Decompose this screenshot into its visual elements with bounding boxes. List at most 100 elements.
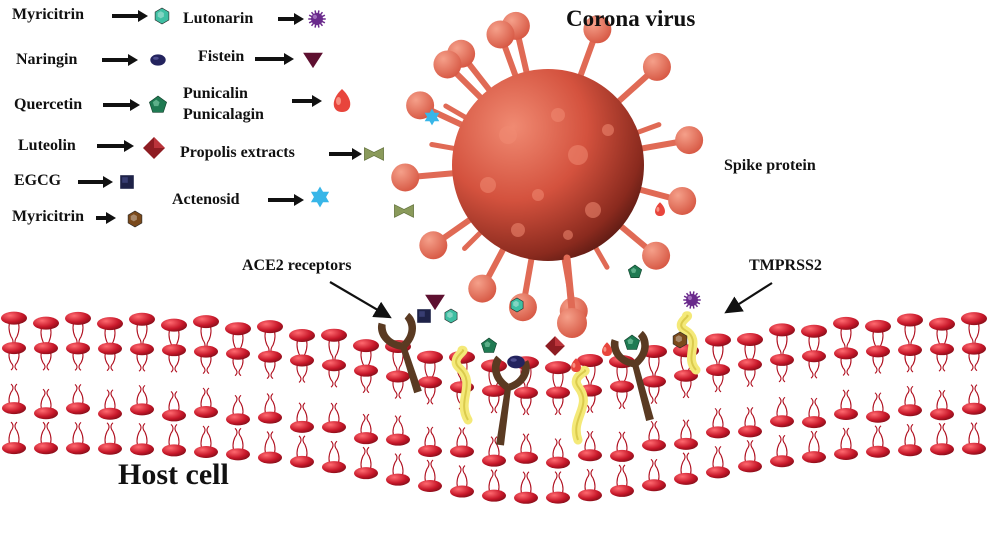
- lipid-head: [546, 456, 570, 469]
- lipid-head: [482, 454, 506, 467]
- lipid-head: [161, 318, 187, 332]
- lipid-head: [738, 425, 762, 438]
- spike-stub: [462, 230, 483, 251]
- legend-teal-hexagon-icon: [154, 7, 170, 25]
- lipid-head: [97, 317, 123, 331]
- spike-protein: [391, 163, 465, 192]
- lipid-head: [290, 455, 314, 468]
- lipid-head: [930, 343, 954, 356]
- lipid-head: [98, 407, 122, 420]
- lipid-head: [738, 358, 762, 371]
- spike-protein: [574, 15, 612, 87]
- lipid-head: [674, 369, 698, 382]
- lipid-head: [162, 444, 186, 457]
- spike-protein: [609, 52, 671, 111]
- legend-icons: [78, 7, 384, 228]
- legend-arrowhead-myricitrin-b: [106, 212, 116, 224]
- lipid-head: [834, 347, 858, 360]
- virus-bound-blue-star-icon: [424, 108, 440, 126]
- lipid-head: [194, 445, 218, 458]
- lipid-head: [386, 473, 410, 486]
- legend-purple-spiky-ball-icon: [308, 10, 326, 28]
- lipid-head: [545, 361, 571, 375]
- virus-bound-green-pentagon-icon: [627, 264, 643, 279]
- lipid-head: [65, 311, 91, 325]
- spike-protein: [468, 238, 511, 303]
- legend-label-egcg: EGCG: [14, 172, 62, 189]
- lipid-head: [834, 447, 858, 460]
- bound-green-pentagon-icon: [624, 334, 640, 350]
- legend-arrowhead-actenosid: [294, 194, 304, 206]
- lipid-head: [897, 313, 923, 327]
- lipid-head: [34, 342, 58, 355]
- lipid-head: [514, 451, 538, 464]
- tmprss2-protein: [571, 365, 590, 445]
- virus-dimple: [563, 230, 573, 240]
- virus-dimple: [480, 177, 496, 193]
- bound-brown-hexagon-icon: [672, 331, 688, 349]
- lipid-head: [898, 404, 922, 417]
- legend-maroon-triangle-icon: [303, 52, 323, 69]
- virus-bound-olive-bowtie-icon: [394, 204, 414, 218]
- ace2-receptor: [377, 312, 422, 394]
- lipid-head: [961, 312, 987, 326]
- spike-protein: [486, 20, 522, 87]
- lipid-head: [930, 408, 954, 421]
- spike-protein: [611, 217, 671, 270]
- lipid-head: [865, 319, 891, 333]
- bound-navy-square-icon: [417, 309, 431, 323]
- ace2-receptors-label: ACE2 receptors: [242, 257, 352, 274]
- lipid-head: [258, 451, 282, 464]
- lipid-head: [866, 410, 890, 423]
- lipid-head: [770, 415, 794, 428]
- ace2-receptor: [610, 330, 654, 422]
- ace2-arrow: [329, 281, 392, 319]
- lipid-head: [417, 350, 443, 364]
- lipid-head: [802, 416, 826, 429]
- lipid-head: [450, 485, 474, 498]
- lipid-head: [706, 426, 730, 439]
- lipid-head: [866, 445, 890, 458]
- lipid-head: [482, 384, 506, 397]
- lipid-head: [354, 432, 378, 445]
- legend-brown-hexagon-icon: [127, 210, 143, 228]
- virus-dimple: [585, 202, 601, 218]
- legend-label-fistein: Fistein: [198, 48, 245, 65]
- tmprss2-protein: [676, 311, 701, 375]
- lipid-head: [33, 316, 59, 330]
- lipid-head: [738, 460, 762, 473]
- legend-arrowhead-fistein: [284, 53, 294, 65]
- spike-stub: [593, 245, 610, 270]
- legend-label-lutonarin: Lutonarin: [183, 10, 254, 27]
- lipid-head: [802, 451, 826, 464]
- bound-teal-hexagon-icon: [444, 308, 458, 324]
- lipid-head: [258, 350, 282, 363]
- legend-red-droplet-icon: [333, 89, 351, 112]
- lipid-head: [610, 380, 634, 393]
- virus-bound-teal-hexagon-icon: [510, 297, 524, 313]
- virus-dimple: [499, 126, 517, 144]
- lipid-head: [2, 402, 26, 415]
- bound-red-droplet-icon: [602, 342, 612, 356]
- lipid-head: [257, 320, 283, 334]
- lipid-head: [577, 354, 603, 368]
- tmprss2-arrow: [724, 282, 773, 314]
- lipid-head: [194, 405, 218, 418]
- lipid-leaflet: [2, 421, 986, 504]
- lipid-head: [770, 455, 794, 468]
- lipid-head: [322, 421, 346, 434]
- annotation-arrows: [329, 281, 773, 319]
- spike-stub: [635, 122, 662, 135]
- lipid-head: [642, 439, 666, 452]
- lipid-head: [962, 442, 986, 455]
- legend-arrowhead-quercetin: [130, 99, 140, 111]
- lipid-head: [98, 342, 122, 355]
- legend-label-luteolin: Luteolin: [18, 137, 76, 154]
- binding-spike: [563, 254, 576, 314]
- lipid-head: [193, 315, 219, 329]
- lipid-head: [1, 311, 27, 325]
- lipid-head: [898, 344, 922, 357]
- lipid-head: [34, 407, 58, 420]
- lipid-head: [386, 433, 410, 446]
- legend-arrowhead-egcg: [103, 176, 113, 188]
